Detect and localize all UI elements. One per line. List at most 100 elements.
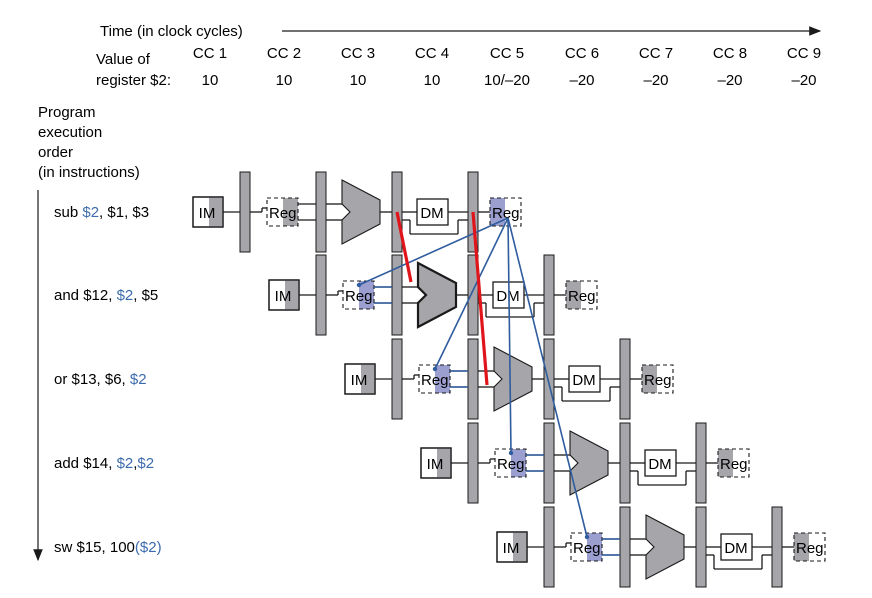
im-label: IM bbox=[199, 205, 216, 222]
instruction-label-4: add $14, $2,$2 bbox=[54, 455, 154, 472]
cc-value-4: 10 bbox=[424, 72, 441, 89]
im-label: IM bbox=[351, 372, 368, 389]
cc-label-1: CC 1 bbox=[193, 45, 227, 62]
instruction-label-3: or $13, $6, $2 bbox=[54, 371, 147, 388]
im-label: IM bbox=[427, 456, 444, 473]
dm-label: DM bbox=[572, 372, 595, 389]
im-shade bbox=[513, 532, 527, 562]
pipeline-register-1 bbox=[239, 171, 251, 253]
instruction-text: or $13, $6, bbox=[54, 371, 130, 388]
reg-write-shade bbox=[490, 198, 505, 226]
dm-box bbox=[568, 365, 601, 393]
reg-read-label: Reg bbox=[345, 288, 373, 305]
cc-label-8: CC 8 bbox=[713, 45, 747, 62]
alu bbox=[341, 179, 381, 245]
pipeline-register-3 bbox=[695, 506, 707, 588]
forwarding-line-1 bbox=[395, 211, 413, 283]
pipeline-register-4 bbox=[619, 338, 631, 420]
reg-write-label: Reg bbox=[796, 540, 824, 557]
instruction-text: , bbox=[133, 455, 137, 472]
instruction-label-1: sub $2, $1, $3 bbox=[54, 204, 149, 221]
pipeline-register-1 bbox=[315, 254, 327, 336]
reg-write-box bbox=[489, 197, 522, 227]
reg-read-shade bbox=[511, 449, 526, 477]
dependency-lines bbox=[356, 211, 620, 556]
pipeline-register-1 bbox=[391, 338, 403, 420]
im-shade bbox=[285, 280, 299, 310]
reg-write-box bbox=[793, 532, 826, 562]
im-label: IM bbox=[503, 540, 520, 557]
reg-write-label: Reg bbox=[568, 288, 596, 305]
cc-label-9: CC 9 bbox=[787, 45, 821, 62]
reg-read-box bbox=[266, 197, 299, 227]
cc-value-1: 10 bbox=[202, 72, 219, 89]
dm-label: DM bbox=[648, 456, 671, 473]
forwarding-line-2 bbox=[471, 211, 489, 386]
reg-write-shade bbox=[566, 281, 581, 309]
im-shade bbox=[361, 364, 375, 394]
cc-label-6: CC 6 bbox=[565, 45, 599, 62]
cc-label-2: CC 2 bbox=[267, 45, 301, 62]
value-label-line2: register $2: bbox=[96, 72, 171, 89]
pipeline-register-4 bbox=[695, 422, 707, 504]
register-operand: $2 bbox=[130, 371, 147, 388]
register-operand: $2 bbox=[137, 455, 154, 472]
im-shade bbox=[209, 197, 223, 227]
cc-label-3: CC 3 bbox=[341, 45, 375, 62]
dm-label: DM bbox=[496, 288, 519, 305]
reg-write-shade bbox=[718, 449, 733, 477]
reg-read-shade bbox=[435, 365, 450, 393]
dm-box bbox=[720, 533, 753, 561]
reg-write-shade bbox=[642, 365, 657, 393]
pipeline-register-4 bbox=[543, 254, 555, 336]
register-operand: $2 bbox=[117, 287, 134, 304]
instruction-label-5: sw $15, 100($2) bbox=[54, 539, 162, 556]
cc-label-7: CC 7 bbox=[639, 45, 673, 62]
time-label: Time (in clock cycles) bbox=[100, 23, 243, 40]
dm-label: DM bbox=[724, 540, 747, 557]
reg-read-label: Reg bbox=[573, 540, 601, 557]
pipeline-register-1 bbox=[467, 422, 479, 504]
pipeline-register-1 bbox=[543, 506, 555, 588]
pipeline-register-2 bbox=[619, 506, 631, 588]
reg-write-shade bbox=[794, 533, 809, 561]
register-operand: ($2) bbox=[135, 539, 162, 556]
pipeline-register-2 bbox=[467, 338, 479, 420]
dependency-line-2 bbox=[434, 217, 509, 370]
reg-write-label: Reg bbox=[492, 205, 520, 222]
reg-read-label: Reg bbox=[497, 456, 525, 473]
pipeline-register-2 bbox=[315, 171, 327, 253]
reg-read-box bbox=[418, 364, 451, 394]
cc-label-4: CC 4 bbox=[415, 45, 449, 62]
alu bbox=[645, 514, 685, 580]
register-operand: $2 bbox=[117, 455, 134, 472]
instruction-text: sw $15, 100 bbox=[54, 539, 135, 556]
reg-write-box bbox=[641, 364, 674, 394]
instruction-text: , $5 bbox=[133, 287, 158, 304]
value-label-line1: Value of bbox=[96, 51, 151, 68]
pipeline-register-4 bbox=[771, 506, 783, 588]
reg-read-shade bbox=[587, 533, 602, 561]
dm-label: DM bbox=[420, 205, 443, 222]
dm-box bbox=[416, 198, 449, 226]
pipeline-register-2 bbox=[543, 422, 555, 504]
alu bbox=[493, 346, 533, 412]
dependency-line-1 bbox=[358, 217, 509, 286]
pipeline-register-3 bbox=[543, 338, 555, 420]
register-operand: $2 bbox=[82, 204, 99, 221]
dependency-dot-4 bbox=[584, 534, 590, 540]
dependency-dot-1 bbox=[356, 282, 362, 288]
reg-read-shade bbox=[283, 198, 298, 226]
instruction-text: and $12, bbox=[54, 287, 117, 304]
reg-read-box bbox=[342, 280, 375, 310]
program-order-line-2: execution bbox=[38, 124, 102, 141]
cc-value-3: 10 bbox=[350, 72, 367, 89]
instruction-text: sub bbox=[54, 204, 82, 221]
program-order-line-1: Program bbox=[38, 104, 96, 121]
